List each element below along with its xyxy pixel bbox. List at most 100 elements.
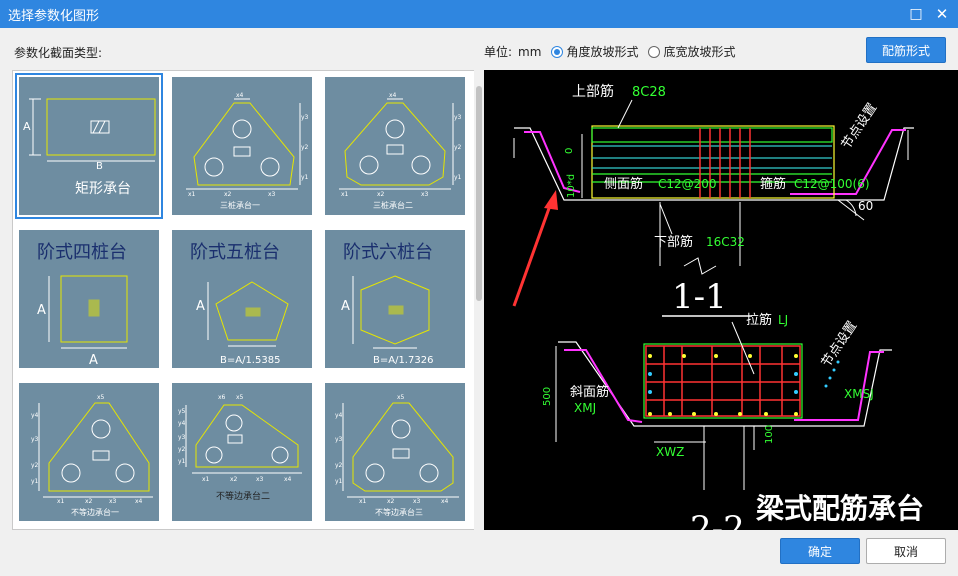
step-four-pile-drawing: 阶式四桩台 A A bbox=[37, 242, 128, 368]
dim-x3: x3 bbox=[268, 191, 276, 198]
dim-y3: y3 bbox=[178, 434, 186, 441]
unequal-cap-3-caption: 不等边承台三 bbox=[375, 507, 423, 517]
thumb-three-pile-cap-2[interactable]: x4 x1 x2 x3 y1 y2 y3 三桩承台二 bbox=[325, 77, 465, 215]
maximize-icon[interactable]: □ bbox=[909, 6, 923, 22]
radio-unselected-icon[interactable] bbox=[648, 45, 661, 58]
dim-y1: y1 bbox=[301, 174, 309, 181]
stirrup-spec: C12@100(6) bbox=[794, 177, 870, 191]
dim-y4: y4 bbox=[178, 420, 186, 427]
dim-x3: x3 bbox=[421, 191, 429, 198]
unit-label: 单位: bbox=[484, 45, 513, 59]
radio-selected-icon[interactable] bbox=[551, 45, 564, 58]
gallery-scrollbar[interactable] bbox=[474, 70, 484, 530]
radio-bottom-width-slope-label: 底宽放坡形式 bbox=[663, 45, 736, 59]
dim-x1: x1 bbox=[202, 476, 210, 483]
step-five-pile-drawing: 阶式五桩台 A B=A/1.5385 bbox=[190, 242, 289, 366]
beam-cap-caption: 梁式配筋承台 bbox=[755, 492, 924, 525]
step-six-pile-drawing: 阶式六桩台 A B=A/1.7326 bbox=[341, 242, 433, 366]
dim-x1: x1 bbox=[359, 498, 367, 505]
title-bar: 选择参数化图形 □ ✕ bbox=[0, 0, 958, 28]
dim-a-vertical: A bbox=[196, 299, 205, 314]
dim-b: B bbox=[96, 161, 103, 172]
three-pile-cap-2-drawing: x4 x1 x2 x3 y1 y2 y3 三桩承台二 bbox=[339, 92, 462, 210]
three-pile-cap-2-caption: 三桩承台二 bbox=[373, 200, 413, 210]
node-setting-label-2: 节点设置 bbox=[819, 319, 861, 371]
thumb-unequal-cap-3[interactable]: x5 y4 y3 y2 y1 x1 x2 x3 x4 不等边承台三 bbox=[325, 383, 465, 521]
dim-x2: x2 bbox=[387, 498, 395, 505]
dim-y1: y1 bbox=[178, 458, 186, 465]
dim-y1: y1 bbox=[454, 174, 462, 181]
thumb-step-six-pile[interactable]: 阶式六桩台 A B=A/1.7326 bbox=[325, 230, 465, 368]
slope-bar-spec: XMJ bbox=[574, 401, 596, 415]
dim-x2: x2 bbox=[224, 191, 232, 198]
dim-x4: x4 bbox=[236, 92, 244, 99]
dim-x4: x4 bbox=[441, 498, 449, 505]
dim-x1: x1 bbox=[188, 191, 196, 198]
beam-cap-rebar-drawing: 上部筋 8C28 节点设置 侧面筋 C12@200 箍筋 C12@100(6) … bbox=[512, 83, 924, 530]
rect-cap-caption: 矩形承台 bbox=[75, 181, 131, 197]
dim-y2: y2 bbox=[335, 462, 343, 469]
tie-bar-label: 拉筋 bbox=[746, 312, 772, 328]
thumb-step-four-pile[interactable]: 阶式四桩台 A A bbox=[19, 230, 159, 368]
slope-angle: 60 bbox=[858, 199, 873, 213]
tie-bar-spec: LJ bbox=[778, 313, 788, 327]
dim-100: 100 bbox=[764, 425, 775, 444]
side-bar-label: 侧面筋 bbox=[604, 176, 643, 192]
node-setting-label: 节点设置 bbox=[839, 101, 881, 153]
xmsj-label: XMSJ bbox=[844, 387, 874, 401]
dim-x3: x3 bbox=[256, 476, 264, 483]
dim-x4: x4 bbox=[135, 498, 143, 505]
radio-angle-slope[interactable]: 角度放坡形式 bbox=[551, 43, 638, 60]
step-five-pile-title: 阶式五桩台 bbox=[190, 242, 280, 263]
dim-y5: y5 bbox=[178, 408, 186, 415]
thumb-three-pile-cap-1[interactable]: x4 x1 x2 x3 y1 y2 y3 三桩承台一 bbox=[172, 77, 312, 215]
dim-y3: y3 bbox=[31, 436, 39, 443]
dim-y4: y4 bbox=[335, 412, 343, 419]
cancel-button[interactable]: 取消 bbox=[866, 538, 946, 564]
dim-y3: y3 bbox=[301, 114, 309, 121]
side-bar-spec: C12@200 bbox=[658, 177, 717, 191]
dim-zero: 0 bbox=[564, 148, 575, 154]
unequal-cap-1-caption: 不等边承台一 bbox=[71, 507, 119, 517]
dim-y3: y3 bbox=[335, 436, 343, 443]
dim-x2: x2 bbox=[85, 498, 93, 505]
dim-x1: x1 bbox=[341, 191, 349, 198]
radio-angle-slope-label: 角度放坡形式 bbox=[566, 45, 639, 59]
dim-a-horizontal: A bbox=[89, 353, 98, 368]
dim-x5: x5 bbox=[97, 394, 105, 401]
thumb-unequal-cap-2[interactable]: x6 x5 y5 y4 y3 y2 y1 x1 x2 x3 x4 不等边承台二 bbox=[172, 383, 312, 521]
dim-x3: x3 bbox=[109, 498, 117, 505]
thumb-step-five-pile[interactable]: 阶式五桩台 A B=A/1.5385 bbox=[172, 230, 312, 368]
section-type-label: 参数化截面类型: bbox=[14, 46, 103, 60]
dim-x2: x2 bbox=[377, 191, 385, 198]
thumb-rect-cap[interactable]: A B 矩形承台 bbox=[15, 73, 163, 219]
close-icon[interactable]: ✕ bbox=[935, 5, 949, 23]
dim-y3: y3 bbox=[454, 114, 462, 121]
dim-a-vertical: A bbox=[37, 303, 46, 318]
unit-selector: 单位: mm 角度放坡形式 底宽放坡形式 bbox=[484, 43, 735, 60]
rebar-form-button[interactable]: 配筋形式 bbox=[866, 37, 946, 63]
bottom-bar-spec: 16C32 bbox=[706, 235, 745, 249]
three-pile-cap-1-drawing: x4 x1 x2 x3 y1 y2 y3 三桩承台一 bbox=[186, 92, 309, 210]
radio-bottom-width-slope[interactable]: 底宽放坡形式 bbox=[648, 43, 735, 60]
preview-panel: 上部筋 8C28 节点设置 侧面筋 C12@200 箍筋 C12@100(6) … bbox=[484, 70, 958, 530]
dim-x1: x1 bbox=[57, 498, 65, 505]
unequal-cap-1-drawing: x5 y4 y3 y2 y1 x1 x2 x3 x4 不等边承台一 bbox=[31, 394, 153, 517]
section-2-2-title: 2-2 bbox=[690, 509, 745, 530]
dim-a-vertical: A bbox=[341, 299, 350, 314]
top-bar-label: 上部筋 bbox=[572, 83, 614, 100]
dim-y2: y2 bbox=[454, 144, 462, 151]
dim-x5: x5 bbox=[236, 394, 244, 401]
step-four-pile-title: 阶式四桩台 bbox=[37, 242, 127, 263]
unequal-cap-2-drawing: x6 x5 y5 y4 y3 y2 y1 x1 x2 x3 x4 不等边承台二 bbox=[178, 394, 302, 502]
dim-x3: x3 bbox=[413, 498, 421, 505]
three-pile-cap-1-caption: 三桩承台一 bbox=[220, 200, 260, 210]
dim-x4: x4 bbox=[284, 476, 292, 483]
thumb-unequal-cap-1[interactable]: x5 y4 y3 y2 y1 x1 x2 x3 x4 不等边承台一 bbox=[19, 383, 159, 521]
unequal-cap-3-drawing: x5 y4 y3 y2 y1 x1 x2 x3 x4 不等边承台三 bbox=[335, 394, 459, 517]
shape-gallery[interactable]: A B 矩形承台 x4 x1 x2 x3 y1 y2 y3 三桩承台一 bbox=[12, 70, 486, 530]
bottom-bar-label: 下部筋 bbox=[654, 234, 693, 250]
ok-button[interactable]: 确定 bbox=[780, 538, 860, 564]
gallery-scroll-thumb[interactable] bbox=[476, 86, 482, 301]
slope-bar-label: 斜面筋 bbox=[570, 384, 609, 400]
